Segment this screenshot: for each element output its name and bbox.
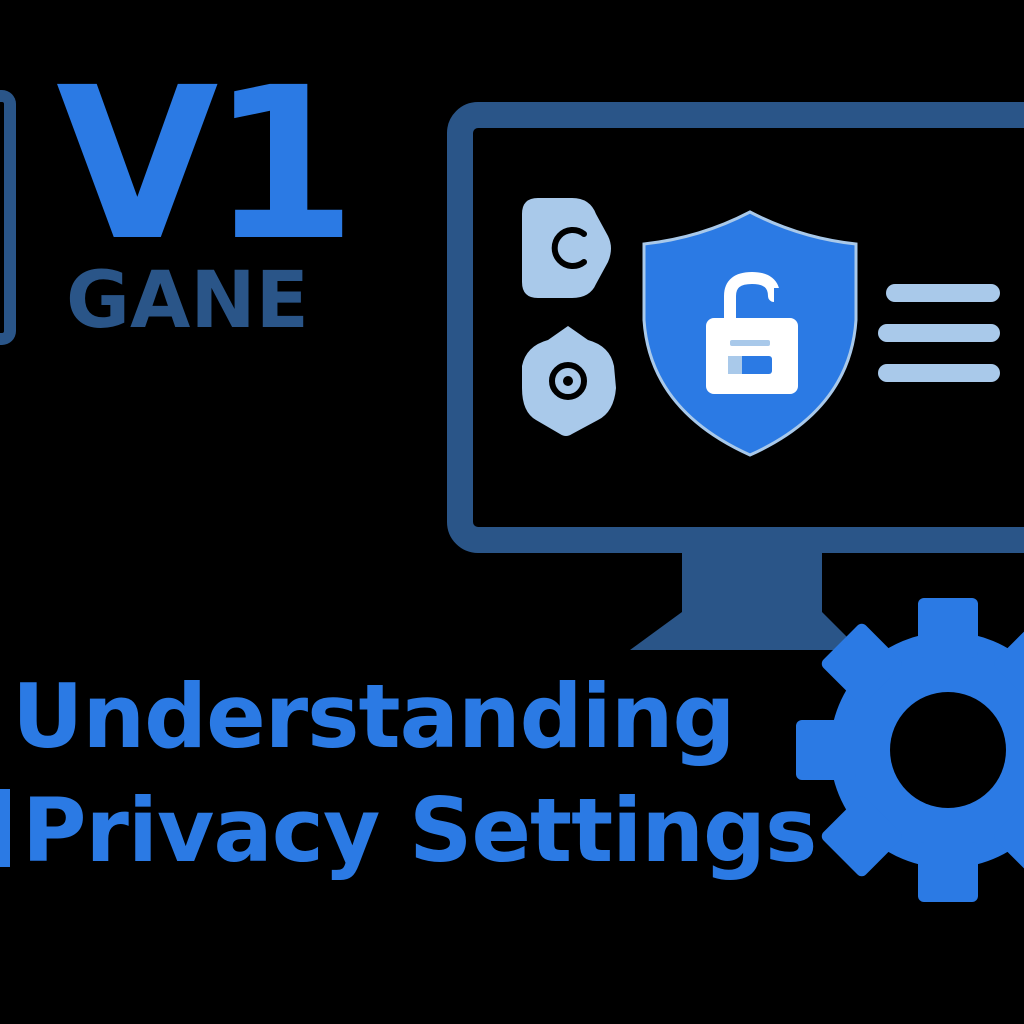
monitor-icon xyxy=(447,102,1024,650)
copyright-icon xyxy=(522,198,611,298)
logo-subtitle: GANE xyxy=(66,256,309,346)
logo-mark: V1 xyxy=(56,42,357,287)
headline-bar xyxy=(0,789,10,868)
headline-line-2: Privacy Settings xyxy=(0,774,817,888)
headline-line-2-text: Privacy Settings xyxy=(22,779,817,883)
shield-lock-icon xyxy=(642,210,858,457)
menu-lines-icon xyxy=(878,284,1000,382)
target-icon xyxy=(522,326,616,436)
gear-icon xyxy=(796,598,1024,902)
headline: Understanding Privacy Settings xyxy=(0,660,817,889)
headline-line-1: Understanding xyxy=(12,665,735,768)
